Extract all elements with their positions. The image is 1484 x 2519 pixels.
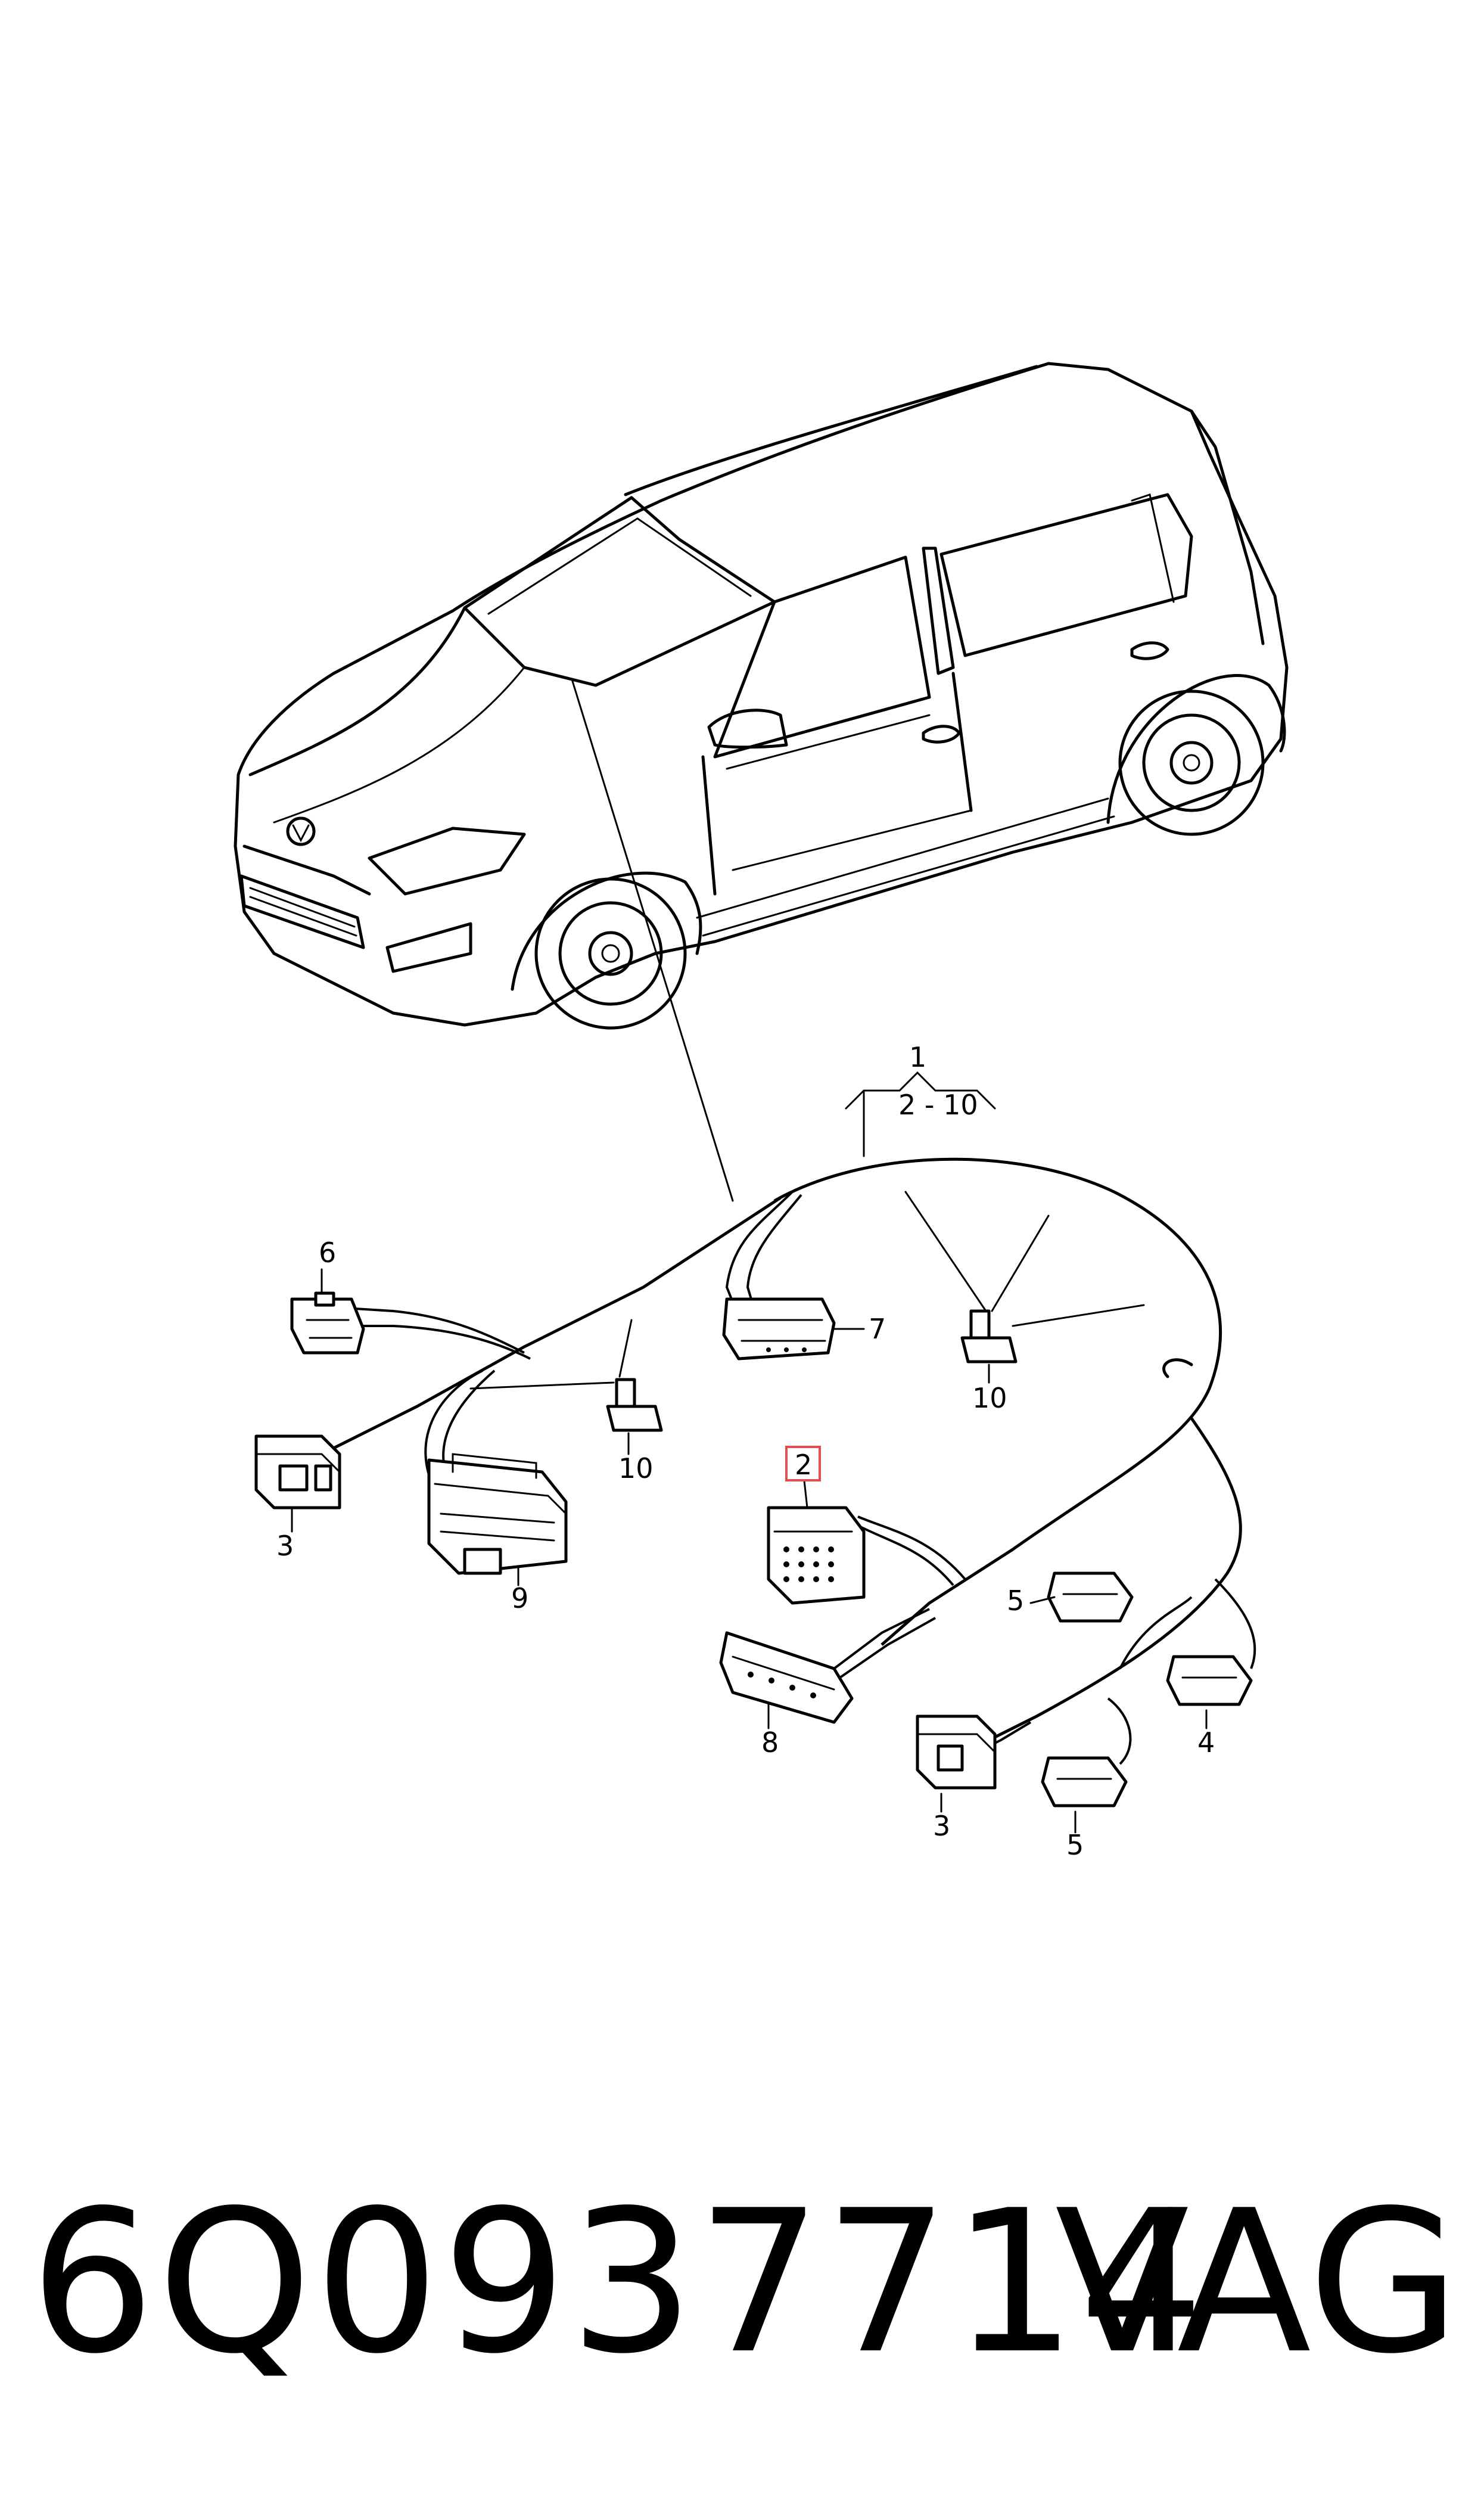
- footer: 6Q0937714 VAG: [0, 2169, 1484, 2396]
- connector-10-right[interactable]: [960, 1309, 1018, 1363]
- callout-9[interactable]: 9: [511, 1582, 528, 1614]
- callout-6[interactable]: 6: [319, 1237, 336, 1269]
- callout-2-highlight-box: [785, 1446, 821, 1481]
- callout-4[interactable]: 4: [1197, 1726, 1215, 1759]
- callout-1-range: 2 - 10: [898, 1089, 978, 1121]
- connector-9[interactable]: [427, 1453, 568, 1575]
- connector-7[interactable]: [722, 1297, 836, 1361]
- connector-6[interactable]: [290, 1291, 365, 1355]
- connector-5-lower[interactable]: [1041, 1756, 1128, 1807]
- connector-8[interactable]: [719, 1631, 854, 1724]
- callout-10-left[interactable]: 10: [618, 1452, 654, 1484]
- callout-5-upper[interactable]: 5: [1007, 1585, 1024, 1617]
- connector-5-upper[interactable]: [1047, 1571, 1134, 1623]
- connector-3-left[interactable]: [254, 1434, 341, 1509]
- connector-10-left[interactable]: [606, 1378, 663, 1432]
- car-illustration: [234, 362, 1289, 1030]
- callout-5-lower[interactable]: 5: [1066, 1829, 1084, 1861]
- callout-3-left[interactable]: 3: [276, 1530, 294, 1562]
- connector-4[interactable]: [1166, 1655, 1253, 1706]
- connector-3-right[interactable]: [916, 1714, 997, 1790]
- callout-2[interactable]: 2: [795, 1449, 812, 1481]
- part-number: 6Q0937714: [30, 2168, 1207, 2397]
- parts-diagram: 1 2 - 10 6 7 10 10 3 9 2 5 8 4 3 5: [234, 362, 1289, 1861]
- callout-8[interactable]: 8: [761, 1726, 779, 1759]
- callout-10-right[interactable]: 10: [972, 1382, 1007, 1414]
- callout-leaders: [291, 1071, 1208, 1834]
- connector-2[interactable]: [767, 1506, 866, 1605]
- brand-name: VAG: [1054, 2168, 1460, 2397]
- car-leader-line: [571, 678, 734, 1202]
- callout-7[interactable]: 7: [869, 1313, 886, 1345]
- callout-1[interactable]: 1: [909, 1041, 926, 1073]
- callout-3-right[interactable]: 3: [933, 1810, 950, 1842]
